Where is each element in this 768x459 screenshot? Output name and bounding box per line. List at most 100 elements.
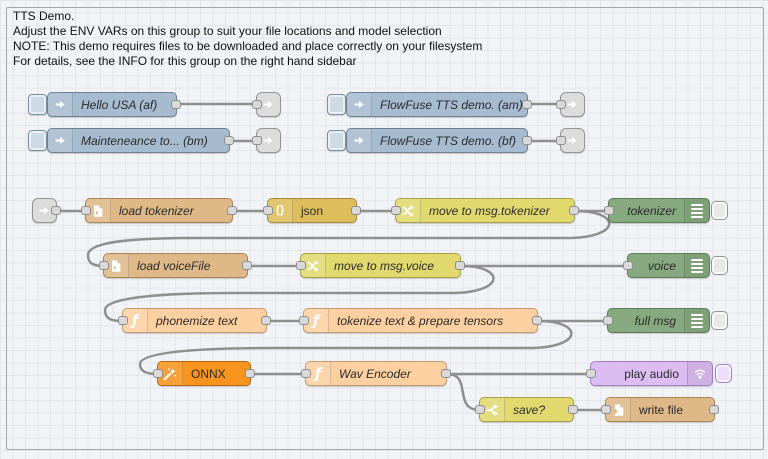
node-link-out[interactable] [252,128,281,153]
input-port[interactable] [556,136,566,145]
node-label: ONNX [191,366,226,381]
debug-toggle-button[interactable] [711,201,728,220]
output-port[interactable] [569,206,579,215]
debug-list-icon [684,199,709,222]
node-label: Hello USA (af) [81,97,158,112]
node-onnx[interactable]: ONNX [153,361,255,386]
note-line: Adjust the ENV VARs on this group to sui… [13,24,442,38]
node-move-to-msg-voice[interactable]: move to msg.voice [296,253,465,278]
inject-button[interactable] [28,94,47,115]
node-write-file[interactable]: write file [601,397,719,422]
link-arrow-icon [263,136,273,145]
flow-group[interactable] [6,7,764,450]
shuffle-icon [301,254,326,277]
note-line: NOTE: This demo requires files to be dow… [13,39,483,53]
output-port[interactable] [224,136,234,145]
output-port[interactable] [522,100,532,109]
output-port[interactable] [351,206,361,215]
input-port[interactable] [153,369,163,378]
audio-waves-icon [687,362,712,385]
node-label: write file [639,402,684,417]
output-port[interactable] [568,405,578,414]
node-label: full msg [634,313,676,328]
file-icon [86,199,111,222]
json-braces-glyph: {} [275,204,285,216]
output-port[interactable] [171,100,181,109]
node-link-out[interactable] [556,128,585,153]
function-icon: ƒ [306,362,331,385]
node-link-out[interactable] [252,92,281,117]
input-port[interactable] [81,206,91,215]
input-port[interactable] [299,316,309,325]
node-load-tokenizer[interactable]: load tokenizer [81,198,237,223]
output-port[interactable] [51,206,61,215]
node-label: FlowFuse TTS demo. (bf) [380,133,517,148]
input-port[interactable] [475,405,485,414]
node-inject-flowfuse-am[interactable]: FlowFuse TTS demo. (am) [346,92,532,117]
node-inject-maintenance[interactable]: Mainteneance to... (bm) [47,128,234,153]
inject-arrow-icon [347,129,372,152]
output-port[interactable] [242,261,252,270]
wire[interactable] [138,319,573,376]
node-debug-full-msg[interactable]: full msg [603,308,710,333]
wire[interactable] [86,209,611,268]
node-debug-voice[interactable]: voice [623,253,710,278]
node-label: Wav Encoder [339,366,411,381]
output-port[interactable] [455,261,465,270]
node-debug-tokenizer[interactable]: tokenizer [604,198,710,223]
node-json[interactable]: {} json [263,198,361,223]
input-port[interactable] [118,316,128,325]
wire[interactable] [445,372,482,412]
inject-button[interactable] [327,130,346,151]
shuffle-icon [396,199,421,222]
input-port[interactable] [99,261,109,270]
input-port[interactable] [586,369,596,378]
output-port[interactable] [261,316,271,325]
debug-toggle-button[interactable] [711,256,728,275]
node-link-in[interactable] [32,198,61,223]
output-port[interactable] [522,136,532,145]
input-port[interactable] [604,206,614,215]
input-port[interactable] [556,100,566,109]
node-label: voice [647,258,676,273]
node-label: phonemize text [156,313,238,328]
input-port[interactable] [601,405,611,414]
node-label: move to msg.voice [334,258,435,273]
node-tokenize-prepare-tensors[interactable]: ƒ tokenize text & prepare tensors [299,308,542,333]
output-port[interactable] [245,369,255,378]
input-port[interactable] [623,261,633,270]
node-phonemize-text[interactable]: ƒ phonemize text [118,308,271,333]
output-port[interactable] [709,405,719,414]
input-port[interactable] [603,316,613,325]
node-label: json [301,203,324,218]
node-wav-encoder[interactable]: ƒ Wav Encoder [301,361,451,386]
node-inject-hello-usa[interactable]: Hello USA (af) [47,92,181,117]
node-play-audio[interactable]: play audio [586,361,713,386]
wire[interactable] [103,264,495,323]
input-port[interactable] [301,369,311,378]
debug-toggle-button[interactable] [711,311,728,330]
audio-toggle-button[interactable] [715,364,732,383]
output-port[interactable] [227,206,237,215]
output-port[interactable] [532,316,542,325]
input-port[interactable] [391,206,401,215]
output-port[interactable] [441,369,451,378]
input-port[interactable] [263,206,273,215]
input-port[interactable] [296,261,306,270]
inject-button[interactable] [327,94,346,115]
input-port[interactable] [252,100,262,109]
inject-button[interactable] [28,130,47,151]
node-save-switch[interactable]: save? [475,397,578,422]
input-port[interactable] [252,136,262,145]
note-line: TTS Demo. [13,9,75,23]
link-arrow-icon [567,136,577,145]
node-link-out[interactable] [556,92,585,117]
magic-wand-icon [158,362,183,385]
node-move-to-msg-tokenizer[interactable]: move to msg.tokenizer [391,198,579,223]
node-load-voicefile[interactable]: load voiceFile [99,253,252,278]
node-label: load tokenizer [119,203,194,218]
function-glyph: ƒ [131,312,139,329]
node-inject-flowfuse-bf[interactable]: FlowFuse TTS demo. (bf) [346,128,532,153]
